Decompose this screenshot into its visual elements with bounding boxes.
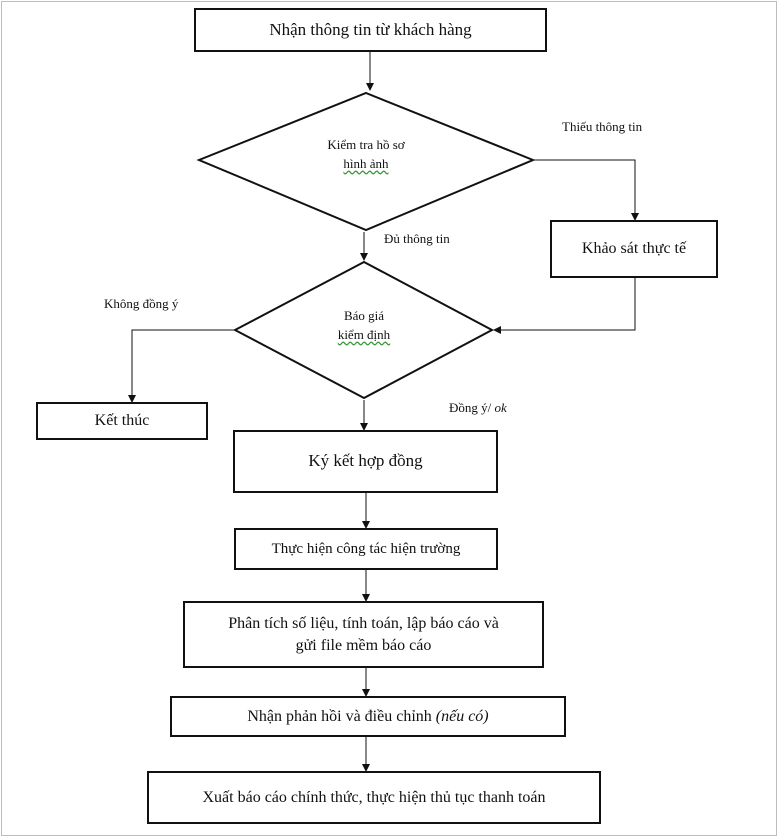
quote-decision-text: Báo giá kiểm định xyxy=(294,307,434,345)
field-work-box: Thực hiện công tác hiện trường xyxy=(234,528,498,570)
feedback-box: Nhận phản hồi và điều chỉnh (nếu có) xyxy=(170,696,566,737)
arrow-quote-to-end xyxy=(128,329,235,403)
start-label: Nhận thông tin từ khách hàng xyxy=(269,19,472,39)
quote-decision-shape xyxy=(232,260,495,400)
contract-label: Ký kết hợp đồng xyxy=(308,451,423,471)
end-label: Kết thúc xyxy=(94,412,150,430)
final-label: Xuất báo cáo chính thức, thực hiện thủ t… xyxy=(202,788,546,806)
quote-label-line2: kiểm định xyxy=(337,326,391,342)
analysis-label-line2: gửi file mềm báo cáo xyxy=(295,636,432,654)
edge-label-agree-text: Đồng ý/ xyxy=(449,400,495,415)
analysis-label-line1: Phân tích số liệu, tính toán, lập báo cá… xyxy=(228,614,499,632)
contract-box: Ký kết hợp đồng xyxy=(233,430,498,493)
edge-label-disagree: Không đồng ý xyxy=(104,296,179,311)
edge-label-missing-info: Thiếu thông tin xyxy=(562,119,643,134)
quote-label-line1: Báo giá xyxy=(343,308,385,323)
analysis-box: Phân tích số liệu, tính toán, lập báo cá… xyxy=(183,601,544,668)
start-box: Nhận thông tin từ khách hàng xyxy=(194,8,547,52)
check-label-line1: Kiểm tra hồ sơ xyxy=(327,137,405,152)
arrow-survey-to-quote xyxy=(493,278,636,334)
feedback-label: Nhận phản hồi và điều chỉnh xyxy=(247,707,436,725)
check-decision-text: Kiểm tra hồ sơ hình ảnh xyxy=(286,136,446,174)
end-box: Kết thúc xyxy=(36,402,208,440)
arrow-check-to-survey xyxy=(533,159,639,221)
edge-label-agree-ok: ok xyxy=(494,400,507,415)
check-label-line2: hình ảnh xyxy=(343,155,389,171)
edge-label-agree: Đồng ý/ ok xyxy=(449,400,507,416)
check-decision-shape xyxy=(196,91,536,232)
survey-label: Khảo sát thực tế xyxy=(581,240,687,258)
field-work-label: Thực hiện công tác hiện trường xyxy=(271,540,461,557)
feedback-label-note: (nếu có) xyxy=(435,707,489,725)
final-box: Xuất báo cáo chính thức, thực hiện thủ t… xyxy=(147,771,601,824)
edge-label-enough-info: Đủ thông tin xyxy=(384,231,450,246)
survey-box: Khảo sát thực tế xyxy=(550,220,718,278)
